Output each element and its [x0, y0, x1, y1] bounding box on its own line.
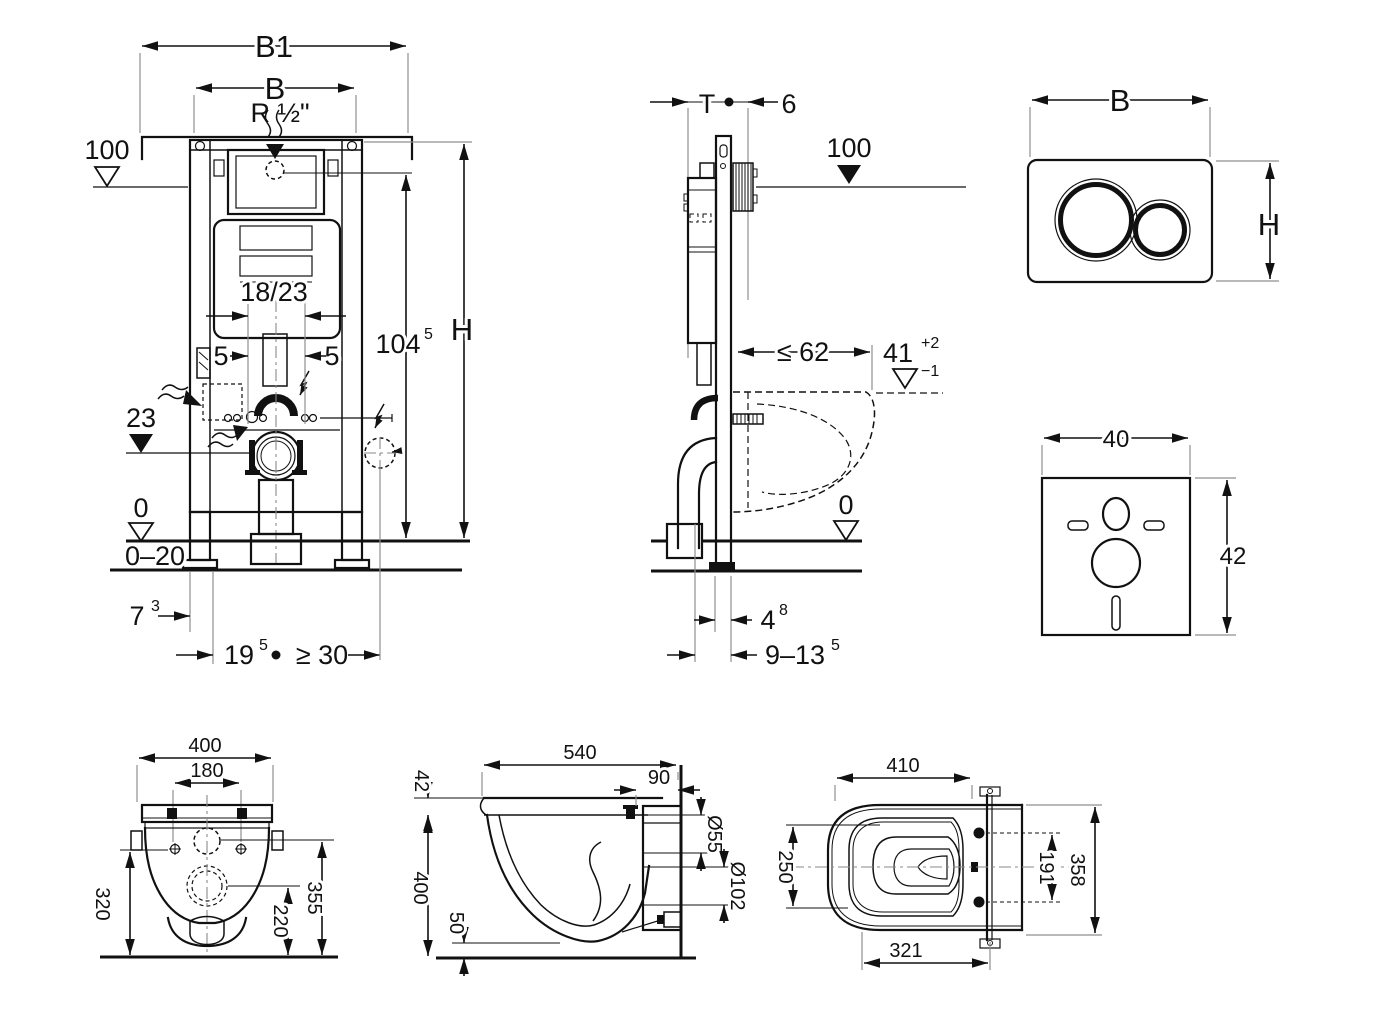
dim-label-side-50: 50: [445, 912, 467, 934]
dim-label-side-d102: Ø102: [726, 862, 748, 911]
dim-label-7-sup: 3: [151, 598, 160, 615]
sound-pad-cutouts: [1067, 496, 1165, 631]
dim-label-6: 6: [781, 89, 796, 119]
dim-label-104-sup: 5: [424, 326, 433, 343]
dim-label-rear-400: 400: [188, 735, 221, 757]
dim-label-18-23: 18/23: [240, 277, 308, 307]
view-flush-plate: B H: [1026, 80, 1283, 284]
level-label-0-side: 0: [838, 490, 853, 520]
dim-label-t: T: [699, 89, 716, 119]
dim-label-rear-220: 220: [269, 904, 291, 937]
dim-label-side-400: 400: [409, 871, 431, 904]
dim-label-max-62: ≤ 62: [777, 337, 829, 367]
level-label-0: 0: [133, 493, 148, 523]
flush-plate-body: [1026, 158, 1214, 284]
dim-label-41: 41: [883, 338, 913, 368]
bowl-top-structure: [792, 786, 1085, 949]
dim-label-pad-40: 40: [1103, 426, 1130, 453]
dim-label-plate-h: H: [1258, 207, 1280, 242]
dim-label-top-191: 191: [1035, 851, 1057, 884]
dim-label-side-90: 90: [648, 767, 670, 789]
dim-label-top-250: 250: [774, 850, 796, 883]
dim-label-b: B: [265, 71, 286, 106]
range-label-0-20: 0–20: [125, 541, 185, 571]
level-label-100: 100: [84, 135, 129, 165]
wc-pan-dashed-outline: [732, 391, 943, 513]
dim-label-top-321: 321: [889, 940, 922, 962]
view-frame-front-elevation: B1 B R ½": [81, 26, 476, 673]
dim-label-9-13: 9–13: [765, 640, 825, 670]
dim-label-104: 104: [375, 329, 420, 359]
dim-label-5-right: 5: [324, 341, 339, 371]
dim-label-41-sup: +2: [921, 335, 939, 352]
dim-label-top-358: 358: [1066, 853, 1088, 886]
bowl-rear-structure: [130, 795, 284, 952]
level-triangle-open-icon: [832, 520, 860, 542]
dim-label-9-13-sup: 5: [831, 637, 840, 654]
level-triangle-filled-icon: [837, 165, 861, 184]
sound-pad-body: [1040, 476, 1192, 637]
dim-label-h: H: [451, 312, 473, 347]
level-label-100-side: 100: [826, 133, 871, 163]
screw-point-icon: [169, 843, 247, 855]
view-sound-insulation-pad: 40 42: [1040, 423, 1249, 637]
dim-label-41-sub: −1: [921, 363, 939, 380]
dim-label-b1: B1: [255, 29, 293, 64]
view-bowl-top: 410 250 191: [771, 752, 1102, 970]
dim-label-5-left: 5: [213, 341, 228, 371]
dim-label-side-540: 540: [563, 742, 596, 764]
dim-label-4: 4: [760, 605, 775, 635]
level-triangle-open-icon: [93, 166, 121, 188]
flush-water-icon: [157, 384, 248, 448]
dim-label-19: 19: [224, 640, 254, 670]
wall-rail: [140, 135, 414, 161]
dim-label-pad-42: 42: [1220, 543, 1247, 570]
dim-label-top-410: 410: [886, 755, 919, 777]
dim-label-4-sup: 8: [779, 602, 788, 619]
water-supply-icon: [264, 109, 285, 180]
dim-label-19-sup: 5: [259, 637, 268, 654]
dim-label-rear-320: 320: [91, 887, 113, 920]
level-triangle-open-icon: [127, 522, 155, 543]
view-bowl-side: 540 42 400: [406, 739, 751, 976]
level-triangle-open-icon: [891, 368, 919, 390]
dim-label-min-30: ≥ 30: [296, 640, 348, 670]
bowl-side-structure: [436, 765, 730, 960]
frame-structure: [181, 138, 393, 570]
dim-label-rear-355: 355: [303, 881, 325, 914]
dim-label-plate-b: B: [1110, 83, 1131, 118]
flush-buttons-icon: [1054, 178, 1191, 262]
view-frame-side-elevation: T 6: [650, 86, 966, 673]
level-label-23: 23: [126, 403, 156, 433]
view-bowl-rear: 400 180: [88, 732, 338, 959]
dim-label-r-half-inch: R ½": [250, 98, 309, 128]
level-triangle-filled-icon: [129, 434, 153, 453]
frame-side-structure: [676, 134, 764, 572]
dim-label-rear-180: 180: [190, 760, 223, 782]
dim-label-side-d55: Ø55: [703, 815, 725, 853]
power-connection-icon: [299, 370, 403, 469]
dim-label-side-42: 42: [410, 770, 432, 792]
dim-label-7: 7: [129, 601, 144, 631]
